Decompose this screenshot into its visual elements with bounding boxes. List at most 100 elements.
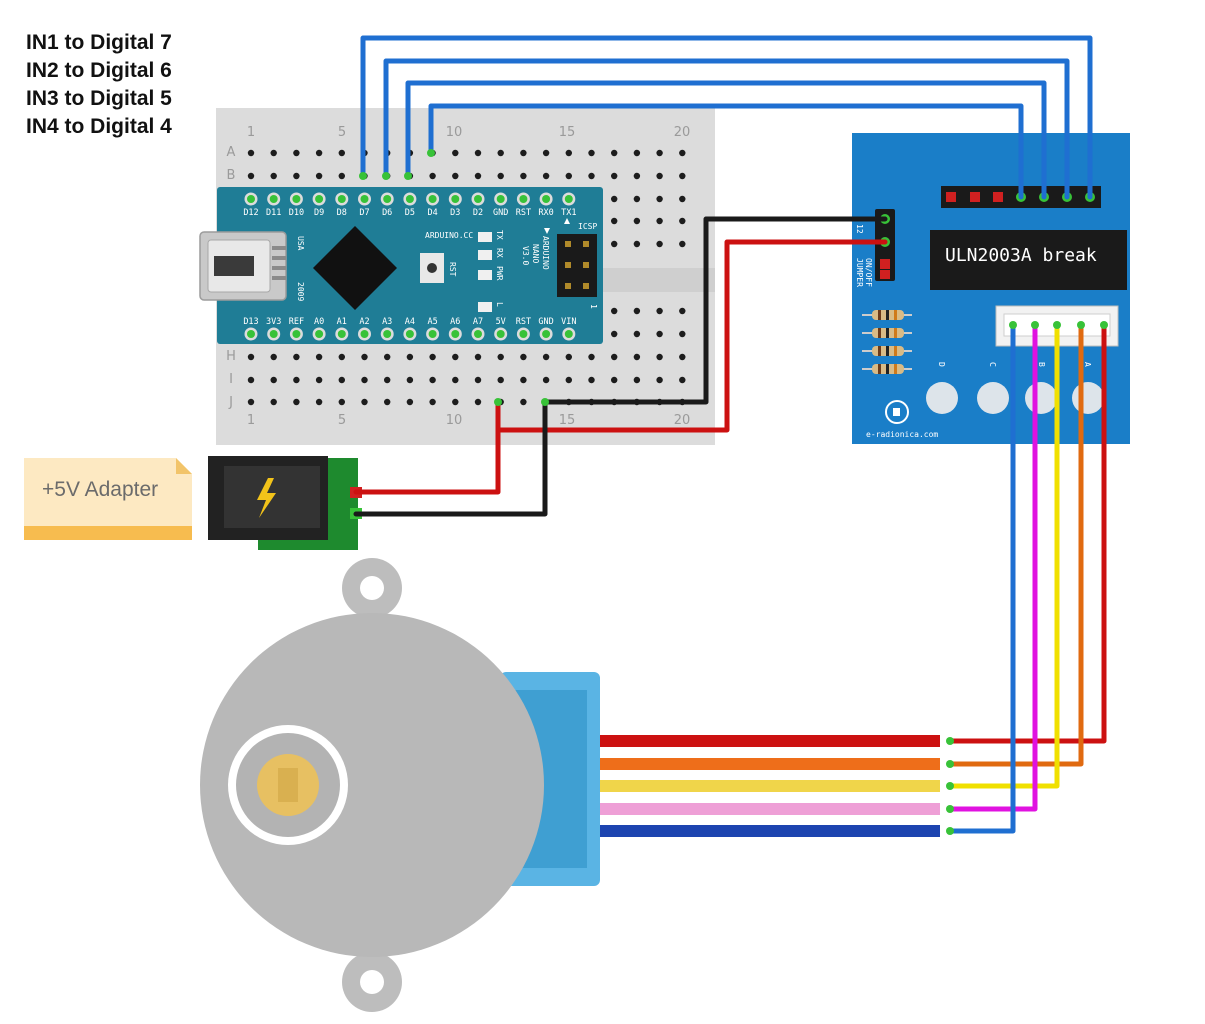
breadboard-hole xyxy=(497,149,504,157)
breadboard-hole xyxy=(452,149,459,157)
breadboard-hole xyxy=(633,353,641,361)
breadboard-hole xyxy=(679,353,686,361)
breadboard-hole xyxy=(270,398,277,406)
breadboard-hole xyxy=(270,149,277,157)
power-pin-label: 12 xyxy=(855,224,864,234)
lead-orange xyxy=(600,758,940,770)
nano-bottom-pin-pad xyxy=(405,330,414,338)
lead-yellow xyxy=(600,780,940,792)
breadboard-hole xyxy=(361,353,368,361)
nano-bottom-pin-pad xyxy=(383,330,392,338)
breadboard-hole xyxy=(406,398,414,406)
nano-top-pin-pad xyxy=(360,195,369,203)
model-line-2: NANO xyxy=(531,244,540,263)
breadboard-hole xyxy=(338,376,345,384)
legend-line-4: IN4 to Digital 4 xyxy=(26,115,172,138)
status-leds: TX RX PWR L xyxy=(478,230,504,312)
breadboard-hole xyxy=(338,353,345,361)
breadboard-hole xyxy=(247,398,255,406)
wire-in1-d7 xyxy=(360,35,1093,200)
motor-body xyxy=(200,613,544,957)
nano-top-pin-pad xyxy=(519,195,528,203)
resistors xyxy=(862,310,912,374)
breadboard-hole xyxy=(247,353,255,361)
lead-pink xyxy=(600,803,940,815)
brand-label: ARDUINO.CC xyxy=(425,231,473,240)
breadboard-hole xyxy=(542,149,550,157)
breadboard-hole xyxy=(656,330,663,338)
breadboard-hole xyxy=(315,376,323,384)
led-d xyxy=(926,382,958,414)
breadboard-hole xyxy=(656,149,663,157)
nano-top-pin-pad xyxy=(292,195,301,203)
nano-top-pin-label: D3 xyxy=(450,208,460,218)
arrow-up-icon xyxy=(564,218,570,224)
breadboard-hole xyxy=(542,172,550,180)
wire-in3-d5 xyxy=(405,80,1047,200)
wire-in2-d6 xyxy=(383,58,1070,200)
row-label-j: J xyxy=(228,395,233,410)
breadboard-hole xyxy=(361,376,368,384)
uln2003-chip xyxy=(930,230,1127,290)
nano-bottom-pin-pad xyxy=(496,330,505,338)
nano-bottom-pin-label: A3 xyxy=(382,317,392,327)
breadboard-hole xyxy=(611,307,618,315)
led-b xyxy=(1025,382,1057,414)
breadboard-hole xyxy=(520,149,527,157)
led-pwr xyxy=(478,270,492,280)
nano-bottom-pin-label: VIN xyxy=(561,317,576,327)
breadboard-hole xyxy=(633,195,641,203)
breadboard-hole xyxy=(247,149,255,157)
breadboard-hole xyxy=(406,376,414,384)
led-letter-c: C xyxy=(988,362,997,367)
col-num-10-bottom: 10 xyxy=(446,413,463,428)
nano-bottom-pin-pad xyxy=(315,330,324,338)
breadboard-hole xyxy=(293,376,300,384)
lead-blue xyxy=(600,825,940,837)
breadboard-hole xyxy=(588,353,595,361)
breadboard-hole xyxy=(633,376,641,384)
wire-vcc-driver xyxy=(495,239,888,433)
nano-top-pin-label: D8 xyxy=(337,208,347,218)
nano-bottom-pin-pad xyxy=(247,330,255,338)
nano-top-pin-label: D12 xyxy=(243,208,258,218)
led-l xyxy=(478,302,492,312)
breadboard-hole xyxy=(315,398,323,406)
adapter-note xyxy=(24,458,192,540)
nano-bottom-pin-pad xyxy=(519,330,528,338)
breadboard-hole xyxy=(270,353,277,361)
breadboard-hole xyxy=(384,376,391,384)
nano-top-pin-label: D11 xyxy=(266,208,281,218)
breadboard-hole xyxy=(474,149,482,157)
breadboard-hole xyxy=(611,376,618,384)
breadboard-hole xyxy=(611,172,618,180)
breadboard-hole xyxy=(474,353,482,361)
led-letter-b: B xyxy=(1037,362,1046,367)
breadboard-hole xyxy=(633,149,641,157)
nano-top-pin-pad xyxy=(269,195,278,203)
nano-bottom-pin-pad xyxy=(451,330,460,338)
breadboard-hole xyxy=(384,353,391,361)
nano-bottom-pin-pad xyxy=(269,330,278,338)
row-label-h: H xyxy=(226,349,236,364)
breadboard-hole xyxy=(520,376,527,384)
jumper-line-2: JUMPER xyxy=(855,258,864,287)
wire-in4-d4 xyxy=(428,103,1024,200)
nano-top-pin-pad xyxy=(383,195,392,203)
wire-gnd-driver xyxy=(542,216,888,405)
breadboard-hole xyxy=(338,172,345,180)
nano-top-pin-pad xyxy=(542,195,551,203)
breadboard-hole xyxy=(315,172,323,180)
power-adapter: +5V Adapter xyxy=(24,456,362,550)
breadboard-hole xyxy=(452,172,459,180)
nano-bottom-pin-label: GND xyxy=(538,317,553,327)
breadboard-hole xyxy=(520,172,527,180)
breadboard-hole xyxy=(611,195,618,203)
nano-bottom-pin-label: A1 xyxy=(337,317,347,327)
nano-bottom-pin-pad xyxy=(428,330,437,338)
nano-bottom-pin-label: A7 xyxy=(473,317,483,327)
breadboard-hole xyxy=(633,172,641,180)
breadboard-hole xyxy=(679,330,686,338)
led-letter-a: A xyxy=(1083,362,1092,367)
